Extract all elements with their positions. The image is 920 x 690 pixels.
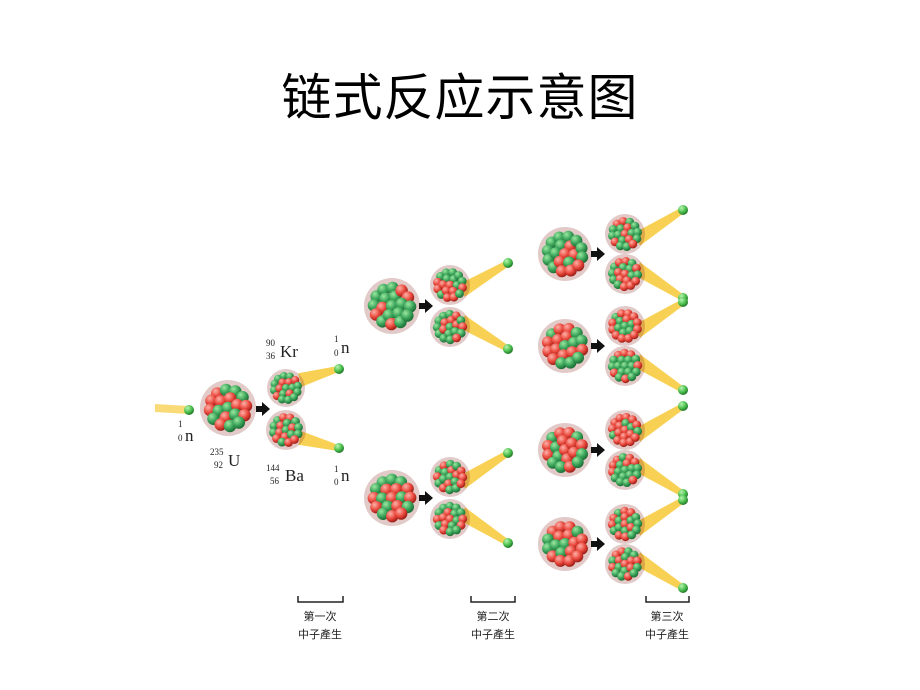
gen2-top-beam-top bbox=[457, 260, 510, 297]
barium-label: 144 56 Ba bbox=[266, 463, 304, 486]
gen2-top-fragment-bottom bbox=[430, 307, 470, 347]
generation-3-bracket bbox=[645, 596, 690, 603]
gen3-unit-2-beam-bottom bbox=[632, 354, 685, 393]
gen3-unit-1-parent-nucleus bbox=[538, 227, 592, 281]
gen3-unit-2-beam-top bbox=[632, 299, 685, 338]
gen3-unit-4-neutron-bottom bbox=[678, 583, 688, 593]
krypton-atomic: 36 bbox=[266, 351, 276, 361]
gen3-unit-3-fragment-top bbox=[605, 410, 645, 450]
krypton-nucleus bbox=[267, 369, 305, 407]
gen2-bottom-beam-top bbox=[457, 450, 510, 489]
generation-3-marker: 第三次 中子產生 bbox=[645, 596, 690, 641]
incoming-neutron bbox=[184, 405, 194, 415]
incoming-neutron-label: 1 0 n bbox=[178, 419, 194, 445]
gen2-top-neutron-top bbox=[503, 258, 513, 268]
generation-3-line2: 中子產生 bbox=[645, 627, 689, 641]
neutron-top-mass: 1 bbox=[334, 334, 339, 344]
neutron-in-atomic: 0 bbox=[178, 433, 183, 443]
gen3-unit-3-fragment-bottom bbox=[605, 450, 645, 490]
incoming-neutron-beam bbox=[155, 404, 188, 414]
neutron-in-mass: 1 bbox=[178, 419, 183, 429]
fission-arrow-1 bbox=[256, 402, 270, 416]
neutron-bottom-label: 1 0 n bbox=[334, 464, 350, 487]
neutron-bottom-mass: 1 bbox=[334, 464, 339, 474]
neutron-top-label: 1 0 n bbox=[334, 334, 350, 358]
gen3-unit-1-fragment-top bbox=[605, 214, 645, 254]
gen1-neutron-top bbox=[334, 364, 344, 374]
gen3-unit-1-beam-bottom bbox=[632, 262, 685, 301]
generation-1-bracket bbox=[297, 596, 344, 603]
gen1-beam-top bbox=[298, 366, 339, 387]
krypton-label: 90 36 Kr bbox=[266, 338, 298, 361]
gen3-unit-1-beam-top bbox=[632, 207, 685, 246]
generation-2-line1: 第二次 bbox=[477, 609, 510, 623]
gen2-top-parent-nucleus bbox=[364, 278, 420, 334]
gen3-unit-4-beam-top bbox=[632, 497, 685, 536]
neutron-in-symbol: n bbox=[185, 426, 194, 445]
gen2-top-arrow bbox=[419, 299, 433, 313]
gen3-unit-4-fragment-top bbox=[605, 504, 645, 544]
gen3-unit-3-beam-bottom bbox=[632, 458, 685, 497]
gen3-unit-2-neutron-top bbox=[678, 297, 688, 307]
barium-atomic: 56 bbox=[270, 476, 280, 486]
gen3-unit-3-beam-top bbox=[632, 403, 685, 442]
gen3-unit-2-parent-nucleus bbox=[538, 319, 592, 373]
gen3-unit-2-fragment-bottom bbox=[605, 346, 645, 386]
krypton-symbol: Kr bbox=[280, 342, 298, 361]
gen3-unit-1-fragment-bottom bbox=[605, 254, 645, 294]
neutron-top-atomic: 0 bbox=[334, 348, 339, 358]
gen2-bottom-arrow bbox=[419, 491, 433, 505]
neutron-top-symbol: n bbox=[341, 338, 350, 357]
generation-3-line1: 第三次 bbox=[651, 609, 684, 623]
generation-1-line1: 第一次 bbox=[304, 609, 337, 623]
neutron-bottom-atomic: 0 bbox=[334, 477, 339, 487]
gen3-unit-4-parent-nucleus bbox=[538, 517, 592, 571]
barium-nucleus bbox=[266, 410, 306, 450]
gen2-top-neutron-bottom bbox=[503, 344, 513, 354]
gen3-unit-4-beam-bottom bbox=[632, 552, 685, 591]
gen1-neutron-bottom bbox=[334, 443, 344, 453]
gen3-unit-1-arrow bbox=[591, 247, 605, 261]
uranium-atomic: 92 bbox=[214, 460, 223, 470]
gen2-bottom-parent-nucleus bbox=[364, 470, 420, 526]
gen2-bottom-fragment-top bbox=[430, 457, 470, 497]
gen3-unit-4-neutron-top bbox=[678, 495, 688, 505]
gen3-unit-2-fragment-top bbox=[605, 306, 645, 346]
gen3-unit-2-neutron-bottom bbox=[678, 385, 688, 395]
barium-mass: 144 bbox=[266, 463, 280, 473]
gen3-unit-2-arrow bbox=[591, 339, 605, 353]
generation-2-line2: 中子產生 bbox=[471, 627, 515, 641]
gen2-top-fragment-top bbox=[430, 265, 470, 305]
gen2-bottom-beam-bottom bbox=[457, 507, 510, 546]
gen2-bottom-fragment-bottom bbox=[430, 499, 470, 539]
gen3-unit-4-arrow bbox=[591, 537, 605, 551]
gen3-unit-4-fragment-bottom bbox=[605, 544, 645, 584]
generation-1-line2: 中子產生 bbox=[298, 627, 342, 641]
gen2-top-beam-bottom bbox=[457, 315, 510, 352]
gen1-beam-bottom bbox=[298, 431, 339, 451]
gen2-bottom-neutron-top bbox=[503, 448, 513, 458]
generation-2-marker: 第二次 中子產生 bbox=[470, 596, 516, 641]
uranium-label: 235 92 U bbox=[210, 447, 240, 470]
gen3-unit-3-neutron-top bbox=[678, 401, 688, 411]
krypton-mass: 90 bbox=[266, 338, 276, 348]
generation-1-marker: 第一次 中子產生 bbox=[297, 596, 344, 641]
gen2-bottom-neutron-bottom bbox=[503, 538, 513, 548]
gen3-unit-1-neutron-top bbox=[678, 205, 688, 215]
barium-symbol: Ba bbox=[285, 466, 304, 485]
generation-2-bracket bbox=[470, 596, 516, 603]
uranium-mass: 235 bbox=[210, 447, 224, 457]
diagram-title: 链式反应示意图 bbox=[281, 69, 639, 127]
gen3-unit-3-arrow bbox=[591, 443, 605, 457]
uranium-symbol: U bbox=[228, 451, 240, 470]
uranium-nucleus bbox=[200, 380, 256, 436]
gen3-unit-3-parent-nucleus bbox=[538, 423, 592, 477]
neutron-bottom-symbol: n bbox=[341, 466, 350, 485]
